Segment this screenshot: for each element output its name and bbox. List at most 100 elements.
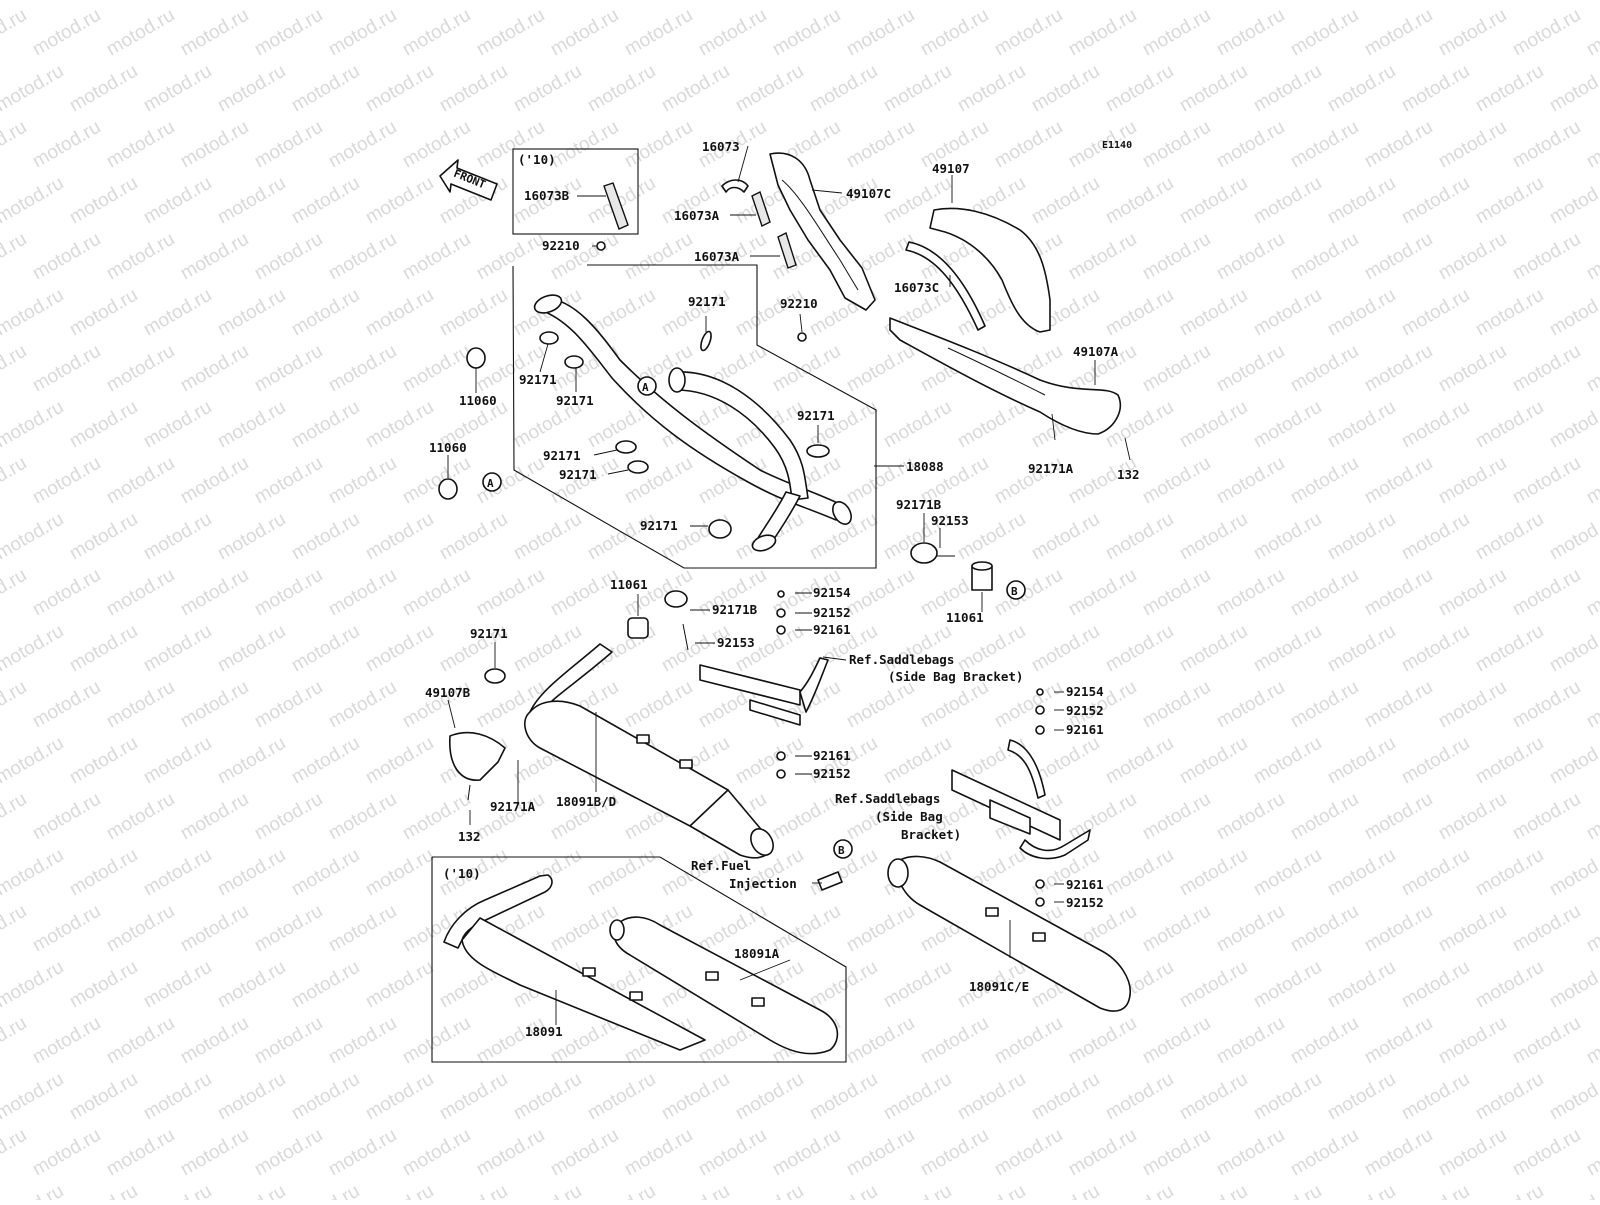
watermark-text: motod.ru — [954, 397, 1029, 453]
clamp-92171B-left — [664, 590, 689, 651]
watermark-text: motod.ru — [1176, 173, 1251, 229]
watermark-text: motod.ru — [1324, 1181, 1399, 1200]
watermark-text: motod.ru — [251, 789, 326, 845]
watermark-text: motod.ru — [214, 285, 289, 341]
watermark-text: motod.ru — [103, 117, 178, 173]
watermark-text: motod.ru — [1546, 621, 1600, 677]
watermark-text: motod.ru — [0, 1181, 67, 1200]
svg-text:A: A — [487, 477, 494, 490]
watermark-text: motod.ru — [473, 341, 548, 397]
watermark-text: motod.ru — [1213, 677, 1288, 733]
watermark-text: motod.ru — [1435, 789, 1510, 845]
watermark-text: motod.ru — [1435, 677, 1510, 733]
ref-fuel-injection-line2: Injection — [729, 876, 797, 891]
watermark-text: motod.ru — [140, 1069, 215, 1125]
watermark-text: motod.ru — [991, 677, 1066, 733]
year-10-box-top — [512, 148, 639, 235]
watermark-text: motod.ru — [288, 621, 363, 677]
watermark-text: motod.ru — [1139, 1013, 1214, 1069]
watermark-text: motod.ru — [29, 453, 104, 509]
watermark-text: motod.ru — [399, 5, 474, 61]
ref-saddlebags-1-line2: (Side Bag Bracket) — [888, 669, 1023, 684]
label-16073A-1: 16073A — [674, 208, 720, 223]
label-49107A: 49107A — [1073, 344, 1119, 359]
watermark-text: motod.ru — [0, 1069, 67, 1125]
watermark-text: motod.ru — [473, 565, 548, 621]
watermark-text: motod.ru — [1324, 285, 1399, 341]
watermark-text: motod.ru — [0, 173, 67, 229]
connector-b-1: B — [1006, 580, 1026, 600]
watermark-text: motod.ru — [1472, 397, 1547, 453]
watermark-text: motod.ru — [436, 61, 511, 117]
watermark-text: motod.ru — [1398, 733, 1473, 789]
watermark-text: motod.ru — [732, 285, 807, 341]
watermark-text: motod.ru — [1361, 901, 1436, 957]
label-132-right: 132 — [1117, 467, 1140, 482]
watermark-text: motod.ru — [140, 509, 215, 565]
gasket-11060-a — [466, 347, 486, 369]
watermark-text: motod.ru — [1546, 845, 1600, 901]
watermark-text: motod.ru — [1398, 397, 1473, 453]
label-92161-a: 92161 — [813, 622, 851, 637]
watermark-text: motod.ru — [1546, 0, 1600, 4]
label-18091A: 18091A — [734, 946, 780, 961]
watermark-text: motod.ru — [1472, 845, 1547, 901]
watermark-text: motod.ru — [769, 5, 844, 61]
watermark-text: motod.ru — [1583, 341, 1600, 397]
ref-saddlebags-1-line1: Ref.Saddlebags — [849, 652, 954, 667]
watermark-text: motod.ru — [991, 565, 1066, 621]
watermark-text: motod.ru — [0, 621, 67, 677]
watermark-text: motod.ru — [991, 117, 1066, 173]
watermark-text: motod.ru — [251, 341, 326, 397]
watermark-text: motod.ru — [1139, 901, 1214, 957]
watermark-text: motod.ru — [29, 229, 104, 285]
watermark-text: motod.ru — [177, 1125, 252, 1181]
watermark-text: motod.ru — [547, 229, 622, 285]
label-16073: 16073 — [702, 139, 740, 154]
watermark-text: motod.ru — [806, 397, 881, 453]
watermark-text: motod.ru — [1176, 1069, 1251, 1125]
watermark-text: motod.ru — [1398, 621, 1473, 677]
watermark-text: motod.ru — [1139, 789, 1214, 845]
watermark-text: motod.ru — [0, 61, 67, 117]
watermark-text: motod.ru — [399, 565, 474, 621]
label-92161-d: 92161 — [1066, 877, 1104, 892]
label-18088: 18088 — [906, 459, 944, 474]
watermark-text: motod.ru — [843, 901, 918, 957]
watermark-text: motod.ru — [1398, 509, 1473, 565]
watermark-text: motod.ru — [954, 621, 1029, 677]
watermark-text: motod.ru — [1546, 173, 1600, 229]
watermark-text: motod.ru — [547, 5, 622, 61]
watermark-text: motod.ru — [66, 1181, 141, 1200]
watermark-text: motod.ru — [1287, 565, 1362, 621]
watermark-text: motod.ru — [140, 845, 215, 901]
watermark-text: motod.ru — [1213, 1013, 1288, 1069]
watermark-text: motod.ru — [1509, 789, 1584, 845]
gasket-11060-b — [438, 478, 458, 500]
watermark-text: motod.ru — [1213, 117, 1288, 173]
watermark-text: motod.ru — [1213, 453, 1288, 509]
watermark-text: motod.ru — [140, 621, 215, 677]
watermark-text: motod.ru — [880, 621, 955, 677]
watermark-text: motod.ru — [0, 1125, 30, 1181]
watermark-text: motod.ru — [325, 1013, 400, 1069]
watermark-text: motod.ru — [510, 61, 585, 117]
watermark-text: motod.ru — [288, 285, 363, 341]
watermark-text: motod.ru — [1028, 621, 1103, 677]
watermark-text: motod.ru — [103, 901, 178, 957]
watermark-text: motod.ru — [954, 1181, 1029, 1200]
watermark-text: motod.ru — [1583, 565, 1600, 621]
watermark-text: motod.ru — [1509, 453, 1584, 509]
watermark-text: motod.ru — [732, 0, 807, 4]
watermark-text: motod.ru — [1102, 845, 1177, 901]
watermark-text: motod.ru — [362, 285, 437, 341]
watermark-text: motod.ru — [362, 733, 437, 789]
watermark-text: motod.ru — [177, 5, 252, 61]
watermark-text: motod.ru — [0, 957, 67, 1013]
heat-shield-49107B — [449, 668, 506, 801]
watermark-text: motod.ru — [1435, 229, 1510, 285]
ref-notes: Ref.Saddlebags (Side Bag Bracket) Ref.Sa… — [691, 652, 1023, 891]
label-11060-a: 11060 — [459, 393, 497, 408]
watermark-text: motod.ru — [66, 957, 141, 1013]
watermark-text: motod.ru — [954, 0, 1029, 4]
